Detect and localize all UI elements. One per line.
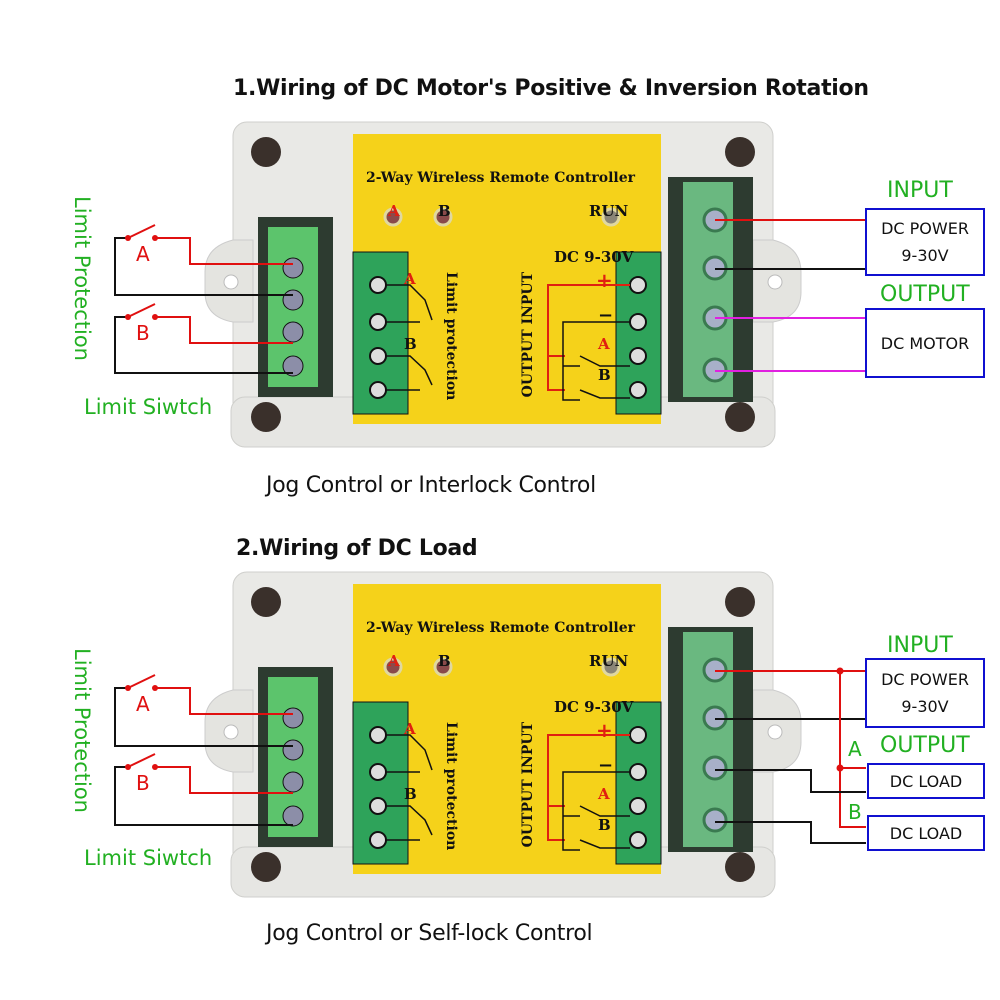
panel-minus-2: −	[598, 755, 614, 776]
switch-b-label-2: B	[136, 771, 150, 795]
led-label-run-2: RUN	[589, 652, 629, 670]
voltage-label-1: DC 9-30V	[554, 248, 634, 266]
panel-screws-2	[369, 726, 647, 849]
switch-b-label-1: B	[136, 321, 150, 345]
section-1-title: 1.Wiring of DC Motor's Positive & Invers…	[233, 76, 869, 101]
power-load-wiring-2	[715, 667, 866, 844]
load-b-channel-label: B	[848, 800, 862, 824]
input-label-1: INPUT	[887, 178, 953, 203]
dc-load-a-label: DC LOAD	[889, 771, 963, 791]
dc-motor-label: DC MOTOR	[880, 333, 970, 353]
panel-ch-a-1: A	[598, 335, 610, 353]
led-label-run-1: RUN	[589, 202, 629, 220]
panel-plus-2: +	[596, 718, 613, 742]
io-panel-text-1: OUTPUT INPUT	[520, 272, 536, 398]
limit-protection-label-2: Limit Protection	[70, 648, 94, 813]
power-motor-wiring-1	[715, 219, 866, 372]
limit-switch-wiring-1	[114, 224, 293, 374]
led-label-a-2: A	[388, 652, 400, 670]
output-label-1: OUTPUT	[880, 282, 970, 307]
panel-limit-b-1: B	[404, 335, 417, 353]
panel-limit-a-2: A	[404, 720, 416, 738]
section-2-title: 2.Wiring of DC Load	[236, 536, 478, 561]
led-label-b-2: B	[438, 652, 451, 670]
panel-limit-b-2: B	[404, 785, 417, 803]
dc-power-box-1: DC POWER 9-30V	[865, 208, 985, 276]
panel-ch-b-1: B	[598, 366, 611, 384]
left-terminal-screws-1	[282, 257, 304, 377]
device-name-1: 2-Way Wireless Remote Controller	[366, 170, 636, 186]
load-a-channel-label: A	[848, 737, 862, 761]
device-name-2: 2-Way Wireless Remote Controller	[366, 620, 636, 636]
switch-a-label-2: A	[136, 692, 150, 716]
limit-switch-label-2: Limit Siwtch	[84, 846, 213, 870]
led-label-a-1: A	[388, 202, 400, 220]
panel-screws-1	[369, 276, 647, 399]
limit-protection-label-1: Limit Protection	[70, 196, 94, 361]
dc-power-line1-1: DC POWER	[881, 219, 969, 238]
panel-schematic-2	[386, 734, 630, 851]
dc-power-line1-2: DC POWER	[881, 670, 969, 689]
dc-load-b-label: DC LOAD	[889, 823, 963, 843]
dc-power-box-2: DC POWER 9-30V	[865, 658, 985, 728]
dc-load-box-a: DC LOAD	[867, 763, 985, 799]
limit-protection-panel-text-2: Limit protection	[443, 722, 459, 851]
io-panel-text-2: OUTPUT INPUT	[520, 722, 536, 848]
panel-limit-a-1: A	[404, 270, 416, 288]
panel-ch-b-2: B	[598, 816, 611, 834]
panel-schematic-1	[386, 284, 630, 401]
panel-plus-1: +	[596, 268, 613, 292]
limit-protection-panel-text-1: Limit protection	[443, 272, 459, 401]
voltage-label-2: DC 9-30V	[554, 698, 634, 716]
section-2-caption: Jog Control or Self-lock Control	[266, 921, 593, 946]
section-1-caption: Jog Control or Interlock Control	[266, 473, 596, 498]
limit-switch-label-1: Limit Siwtch	[84, 395, 213, 419]
switch-a-label-1: A	[136, 242, 150, 266]
dc-power-line2-1: 9-30V	[901, 246, 949, 265]
dc-motor-box: DC MOTOR	[865, 308, 985, 378]
input-label-2: INPUT	[887, 633, 953, 658]
dc-power-line2-2: 9-30V	[901, 697, 949, 716]
limit-switch-wiring-2	[114, 674, 293, 826]
dc-load-box-b: DC LOAD	[867, 815, 985, 851]
led-label-b-1: B	[438, 202, 451, 220]
panel-minus-1: −	[598, 305, 614, 326]
panel-ch-a-2: A	[598, 785, 610, 803]
output-label-2: OUTPUT	[880, 733, 970, 758]
